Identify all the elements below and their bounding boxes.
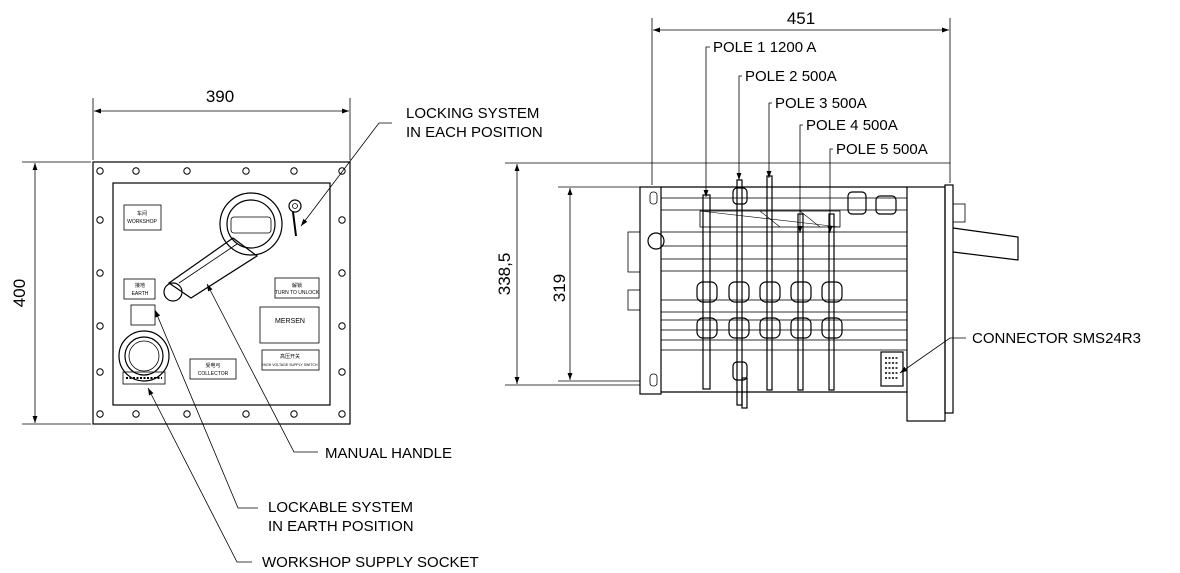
workshop-socket-drawing [118, 304, 170, 385]
brand-plate [259, 306, 320, 344]
pole-5-label: POLE 5 500A [836, 141, 928, 158]
connector-label: CONNECTOR SMS24R3 [972, 330, 1141, 347]
front-view: 车间 WORKSHOP 接地 EARTH 解锁 TURN TO UNLOCK M… [10, 87, 543, 571]
front-width-dim: 390 [206, 87, 234, 106]
pole-2-bar [736, 179, 743, 406]
workshop-text: WORKSHOP [127, 219, 157, 225]
hv-switch-text: HIGH VOLTAGE SUPPLY SWITCH [263, 363, 318, 367]
locking-system-label-2: IN EACH POSITION [406, 124, 543, 141]
collector-cn-text: 受电弓 [205, 362, 220, 369]
unlock-plate [274, 277, 320, 299]
pole-5-bar [828, 213, 835, 391]
side-outer-height-dim: 338,5 [495, 253, 514, 296]
pole-3-bar [766, 175, 773, 391]
side-handle-shaft [952, 227, 1019, 261]
connector-block [880, 351, 904, 387]
perimeter-bolts [96, 167, 346, 418]
workshop-cn-text: 车间 [137, 210, 147, 217]
lock-key-drawing [288, 199, 302, 237]
lockable-system-label-2: IN EARTH POSITION [268, 518, 414, 535]
collector-text: COLLECTOR [198, 371, 229, 377]
brand-text: MERSEN [275, 318, 305, 325]
side-view: 451 338,5 319 POLE 1 1200 A POLE 2 500A … [495, 9, 1141, 422]
pole-4-label: POLE 4 500A [806, 117, 898, 134]
pole-2-label: POLE 2 500A [745, 68, 837, 85]
earth-plate [123, 278, 156, 300]
manual-handle-drawing [163, 192, 283, 302]
hv-cn-text: 高压开关 [280, 353, 300, 360]
workshop-socket-label: WORKSHOP SUPPLY SOCKET [262, 554, 479, 571]
pole-1-label: POLE 1 1200 A [713, 39, 816, 56]
side-inner-height-dim: 319 [550, 274, 569, 302]
pole-3-label: POLE 3 500A [775, 95, 867, 112]
front-inner-panel [112, 182, 331, 406]
collector-plate [189, 358, 237, 380]
pole-4-bar [797, 213, 804, 391]
earth-text: EARTH [132, 291, 149, 297]
pole-contacts [696, 187, 897, 381]
pole-1-bar [702, 194, 711, 390]
turn-to-unlock-text: TURN TO UNLOCK [275, 290, 320, 296]
unlock-cn-text: 解锁 [292, 282, 302, 289]
locking-system-label-1: LOCKING SYSTEM [406, 105, 539, 122]
side-width-dim: 451 [787, 9, 815, 28]
workshop-plate [123, 204, 162, 231]
front-outer-plate [92, 161, 351, 425]
earth-cn-text: 接地 [135, 282, 145, 289]
hv-switch-plate [261, 349, 320, 371]
lockable-system-label-1: LOCKABLE SYSTEM [268, 499, 413, 516]
right-front-plate [906, 186, 946, 422]
left-bracket [639, 186, 662, 395]
manual-handle-label: MANUAL HANDLE [325, 445, 452, 462]
front-height-dim: 400 [10, 279, 29, 307]
